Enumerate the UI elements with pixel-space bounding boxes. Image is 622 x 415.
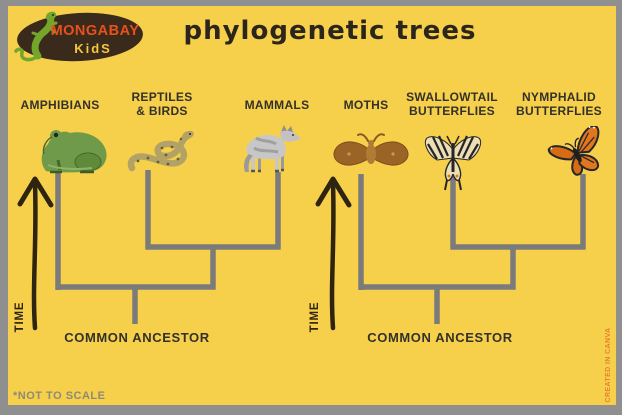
taxon-label-swallowtail-butterflies: SWALLOWTAIL BUTTERFLIES (406, 90, 498, 118)
logo-sub-text: KidS (74, 41, 112, 56)
taxon-label-moths: MOTHS (343, 98, 389, 112)
poster-panel: MONGABAY KidS phylogenetic trees AMPHIBI… (8, 6, 616, 405)
canva-credit: CREATED IN CANVA (605, 327, 612, 403)
snake-icon (127, 130, 194, 172)
moth-icon (333, 133, 409, 166)
left-tree-branches (55, 170, 281, 324)
taxon-label-mammals: MAMMALS (244, 98, 310, 112)
right-tree-branches (358, 172, 586, 324)
frog-icon (41, 130, 107, 174)
taxon-label-nymphalid-butterflies: NYMPHALID BUTTERFLIES (516, 90, 602, 118)
logo-brand-text: MONGABAY (51, 23, 140, 39)
monarch-butterfly-icon (547, 126, 600, 176)
left-time-label: TIME (14, 301, 26, 333)
mongabay-kids-logo: MONGABAY KidS (14, 11, 143, 62)
right-common-ancestor-label: COMMON ANCESTOR (367, 330, 513, 345)
left-common-ancestor-label: COMMON ANCESTOR (64, 330, 210, 345)
taxon-label-amphibians: AMPHIBIANS (20, 98, 100, 112)
right-time-arrow-icon (315, 176, 352, 331)
taxon-label-reptiles-birds: REPTILES & BIRDS (131, 90, 193, 118)
not-to-scale-footnote: *NOT TO SCALE (13, 390, 106, 402)
left-time-arrow-icon (17, 176, 54, 331)
wolf-icon (244, 125, 301, 173)
gecko-icon (14, 11, 58, 62)
swallowtail-butterfly-icon (424, 135, 482, 191)
tree-branches-layer (17, 170, 586, 331)
right-time-label: TIME (309, 301, 321, 333)
page-title: phylogenetic trees (183, 16, 477, 46)
